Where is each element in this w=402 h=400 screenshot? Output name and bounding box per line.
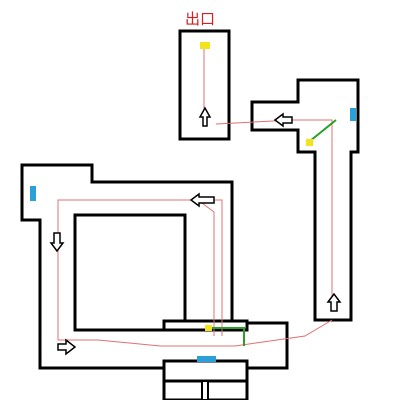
- route-loop-segment: [57, 199, 333, 347]
- blue-marker-right: [350, 108, 356, 121]
- right-corridor-room: [250, 78, 360, 322]
- left-loop-inner-block: [73, 213, 187, 332]
- arrow-up-icon: [326, 292, 342, 312]
- entrance-door: [201, 380, 209, 400]
- yellow-marker-bottom: [205, 325, 212, 331]
- arrow-down-icon: [49, 232, 65, 253]
- route-right-segment: [215, 119, 333, 298]
- exit-label: 出口: [185, 10, 215, 28]
- blue-marker-left: [30, 186, 36, 201]
- arrow-left-icon: [189, 192, 215, 208]
- entrance-bottom-strip: [162, 359, 249, 383]
- blue-marker-bottom: [197, 356, 216, 362]
- yellow-marker-exit: [200, 42, 210, 49]
- arrow-right-icon: [57, 338, 77, 356]
- shortcut-line-right: [309, 119, 337, 142]
- shortcut-line-bottom: [210, 327, 245, 346]
- arrow-up-icon: [198, 106, 212, 127]
- yellow-marker-right: [306, 139, 313, 146]
- arrow-left-icon: [273, 112, 293, 128]
